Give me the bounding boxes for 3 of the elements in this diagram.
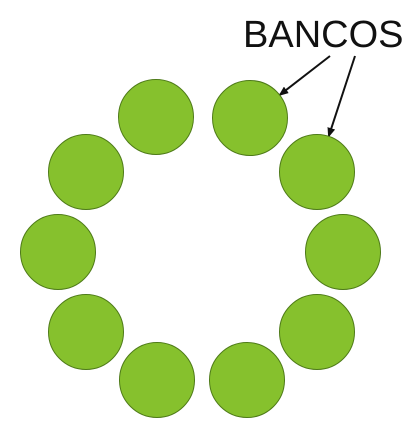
- label-text: BANCOS: [243, 16, 404, 54]
- leader-arrow: [278, 55, 331, 96]
- leader-arrow: [328, 56, 356, 138]
